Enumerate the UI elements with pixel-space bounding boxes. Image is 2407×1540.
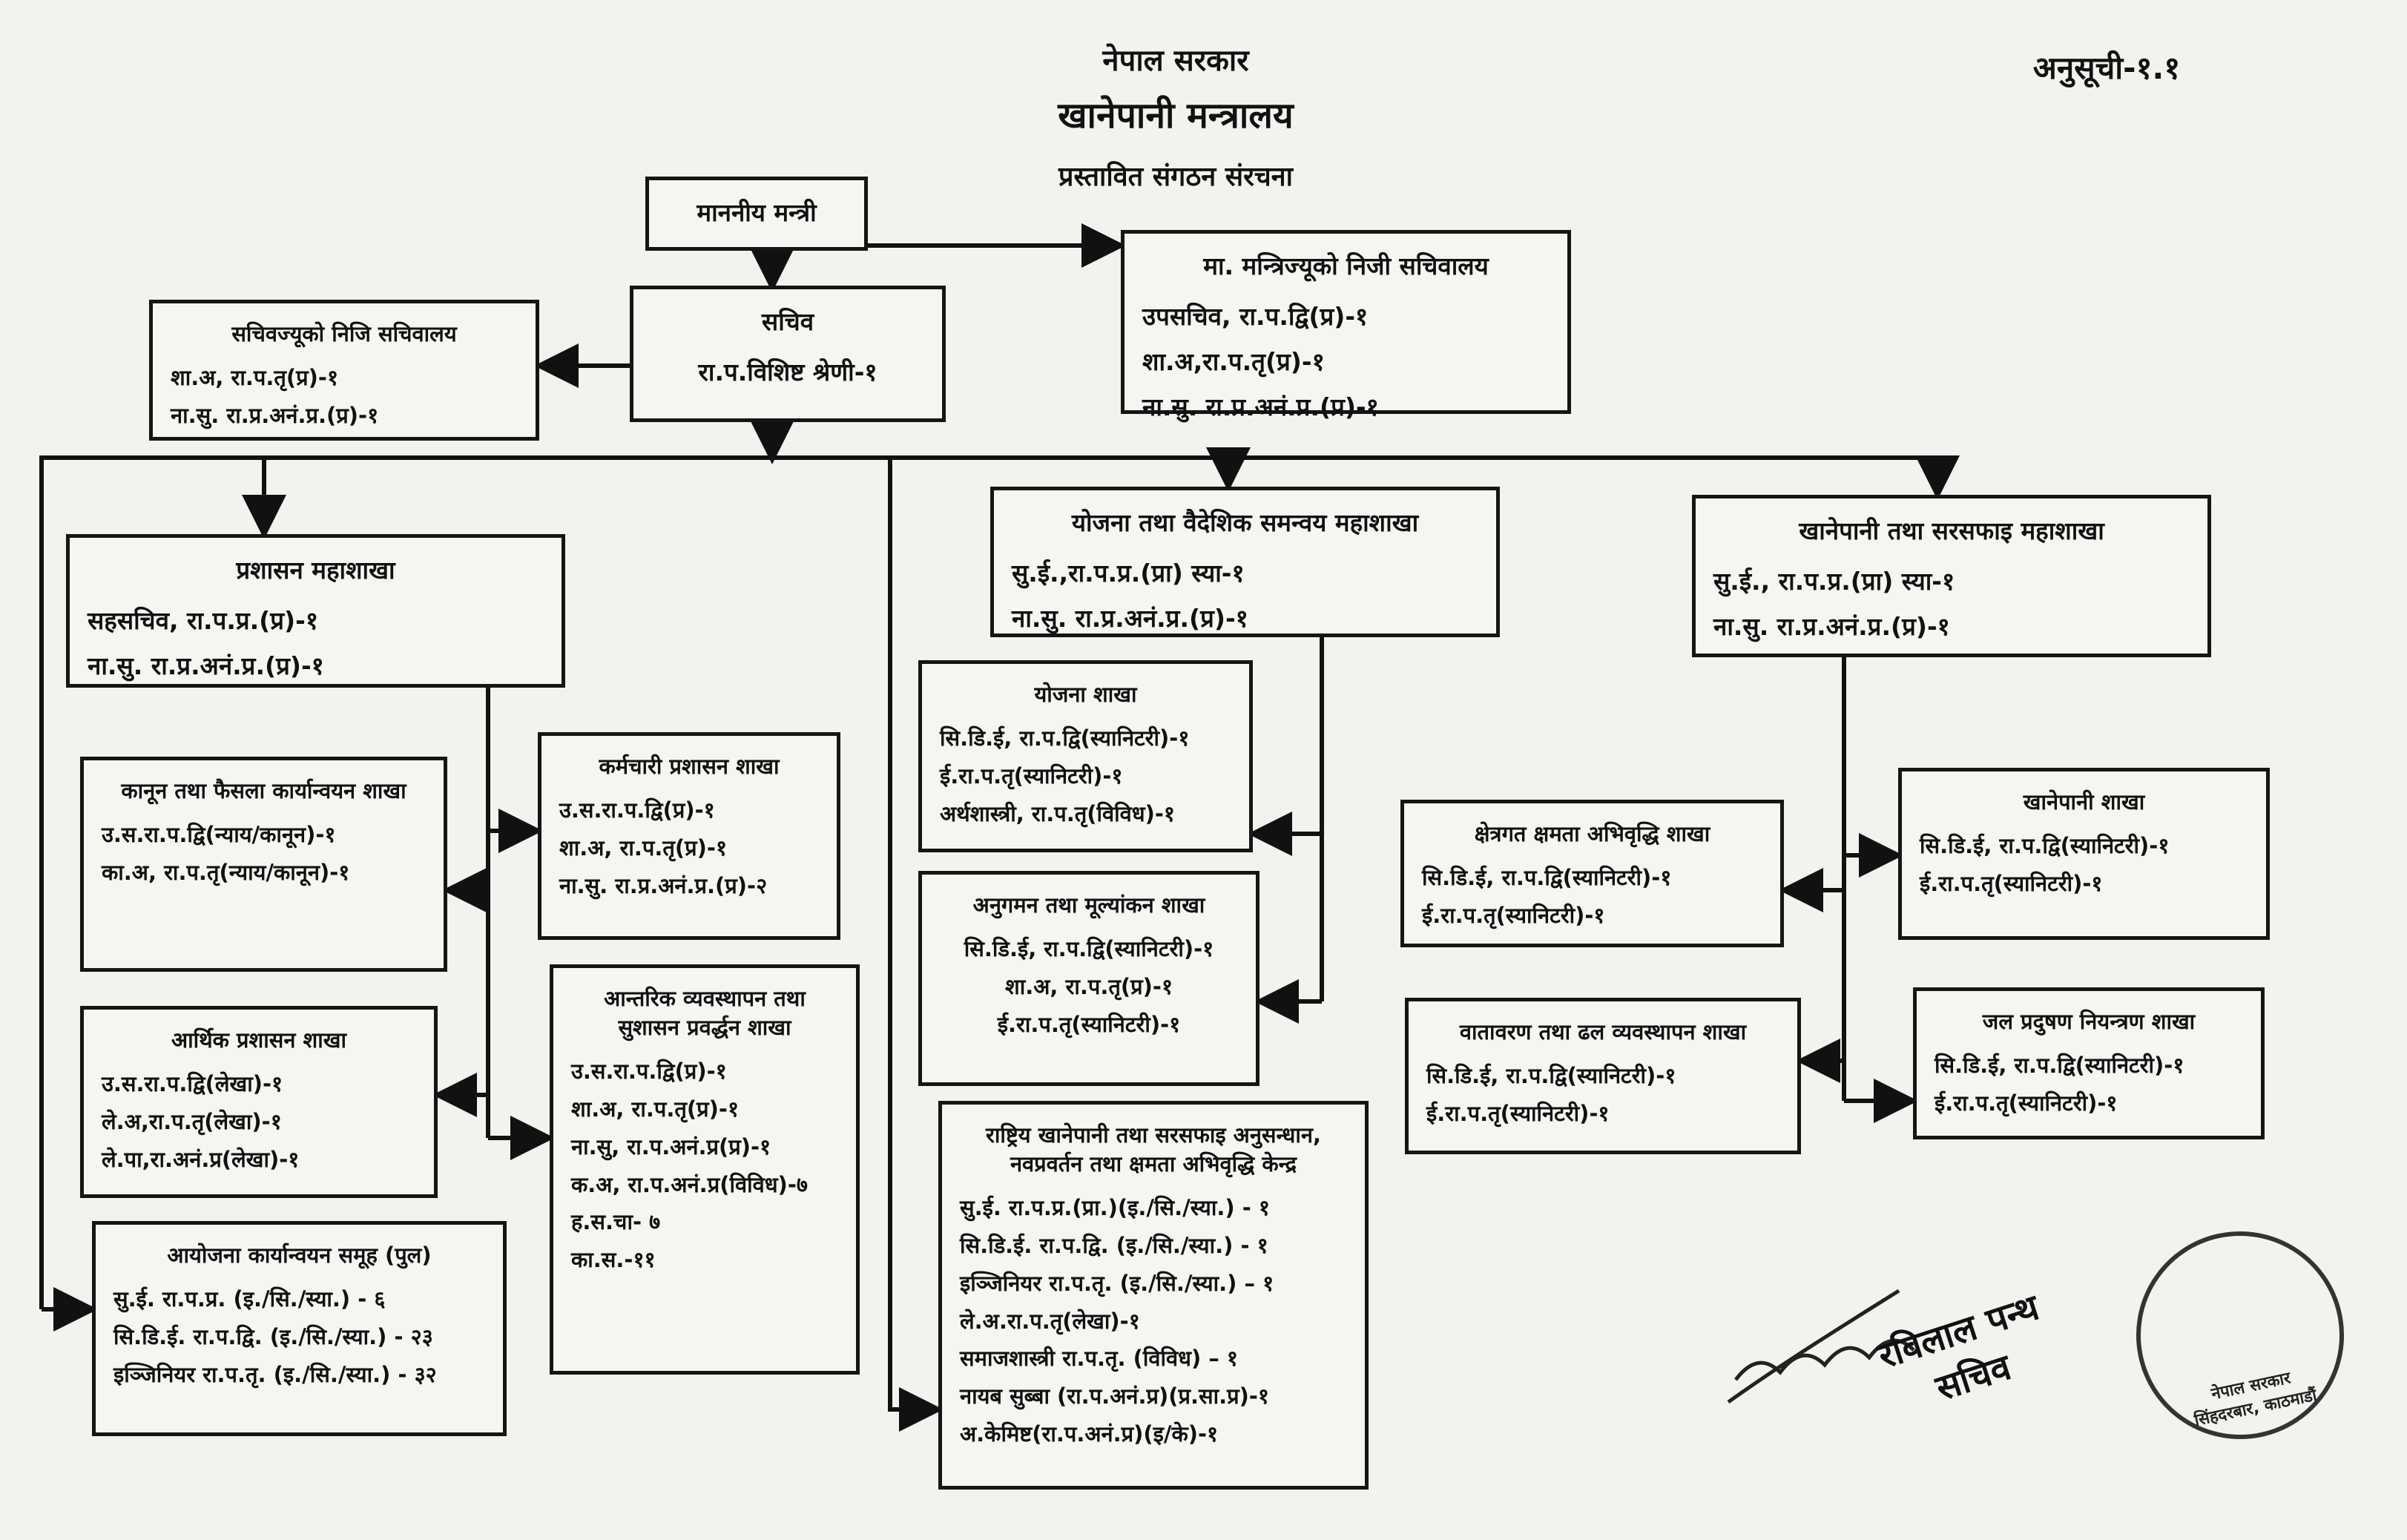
staff-position-line: शा.अ, रा.प.तृ(प्र)-१ xyxy=(171,365,339,391)
box-minister: माननीय मन्त्री xyxy=(645,177,868,251)
staff-position-line: इञ्जिनियर रा.प.तृ. (इ./सि./स्या.) – १ xyxy=(960,1270,1274,1296)
staff-position-line: उपसचिव, रा.प.द्वि(प्र)-१ xyxy=(1142,301,1369,331)
staff-position-line: ई.रा.प.तृ(स्यानिटरी)-१ xyxy=(940,763,1123,789)
box-planning-division: योजना तथा वैदेशिक समन्वय महाशाखा सु.ई.,रा… xyxy=(990,487,1500,637)
staff-position-line: ना.सु. रा.प्र.अनं.प्र.(प्र)-१ xyxy=(1142,392,1379,421)
box-water-sanitation-division: खानेपानी तथा सरसफाइ महाशाखा सु.ई., रा.प.प… xyxy=(1692,495,2211,657)
staff-position-line: समाजशास्त्री रा.प.तृ. (विविध) – १ xyxy=(960,1346,1239,1372)
staff-position-line: सि.डि.ई, रा.प.द्वि(स्यानिटरी)-१ xyxy=(1426,1063,1676,1089)
box-title: आयोजना कार्यान्वयन समूह (पुल) xyxy=(167,1243,432,1268)
box-title: अनुगमन तथा मूल्यांकन शाखा xyxy=(972,892,1205,918)
box-title: प्रशासन महाशाखा xyxy=(236,556,395,585)
box-monitoring-section: अनुगमन तथा मूल्यांकन शाखा सि.डि.ई, रा.प.द… xyxy=(918,871,1260,1086)
staff-position-line: का.अ, रा.प.तृ(न्याय/कानून)-१ xyxy=(102,859,350,885)
box-minister-secretariat: मा. मन्त्रिज्यूको निजी सचिवालय उपसचिव, रा… xyxy=(1121,230,1571,421)
staff-position-line: शा.अ,रा.प.तृ(प्र)-१ xyxy=(1142,346,1325,376)
staff-position-line: सि.डि.ई, रा.प.द्वि(स्यानिटरी)-१ xyxy=(1422,865,1672,891)
staff-position-line: का.स.-११ xyxy=(571,1247,656,1273)
staff-position-line: उ.स.रा.प.द्वि(प्र)-१ xyxy=(571,1059,727,1085)
staff-position-line: ना.सु. रा.प्र.अनं.प्र.(प्र)-१ xyxy=(1713,611,1950,641)
box-secretary-secretariat: सचिवज्यूको निजि सचिवालय शा.अ, रा.प.तृ(प्र… xyxy=(149,300,539,441)
staff-position-line: ना.सु, रा.प.अनं.प्र(प्र)-१ xyxy=(571,1133,771,1159)
staff-position-line: शा.अ, रा.प.तृ(प्र)-१ xyxy=(571,1096,740,1122)
government-heading: नेपाल सरकार xyxy=(1102,44,1249,78)
box-pollution-section: जल प्रदुषण नियन्त्रण शाखा सि.डि.ई, रा.प.द… xyxy=(1913,987,2265,1139)
box-admin-division: प्रशासन महाशाखा सहसचिव, रा.प.प्र.(प्र)-१ न… xyxy=(66,534,565,688)
staff-position-line: रा.प.विशिष्ट श्रेणी-१ xyxy=(698,357,877,386)
staff-position-line: ना.सु. रा.प्र.अनं.प्र.(प्र)-१ xyxy=(1012,603,1248,633)
box-water-section: खानेपानी शाखा सि.डि.ई, रा.प.द्वि(स्यानिटर… xyxy=(1898,768,2270,940)
staff-position-line: सि.डि.ई, रा.प.द्वि(स्यानिटरी)-१ xyxy=(1935,1053,2184,1079)
staff-position-line: नायब सुब्बा (रा.प.अनं.प्र)(प्र.सा.प्र)-१ xyxy=(960,1383,1269,1409)
staff-position-line: सि.डि.ई, रा.प.द्वि(स्यानिटरी)-१ xyxy=(964,936,1214,962)
staff-position-line: सु.ई. रा.प.प्र.(प्रा.)(इ./सि./स्या.) - १ xyxy=(960,1195,1270,1221)
staff-position-line: शा.अ, रा.प.तृ(प्र)-१ xyxy=(1004,973,1173,999)
staff-position-line: उ.स.रा.प.द्वि(प्र)-१ xyxy=(559,797,715,823)
box-internal-management-section: आन्तरिक व्यवस्थापन तथा सुशासन प्रवर्द्धन… xyxy=(550,964,860,1375)
box-title: कर्मचारी प्रशासन शाखा xyxy=(599,754,780,779)
box-title: सचिवज्यूको निजि सचिवालय xyxy=(231,321,457,346)
staff-position-line: उ.स.रा.प.द्वि(न्याय/कानून)-१ xyxy=(102,822,336,848)
box-title: आर्थिक प्रशासन शाखा xyxy=(171,1027,347,1053)
staff-position-line: ले.अ,रा.प.तृ(लेखा)-१ xyxy=(102,1108,282,1134)
box-title: कानून तथा फैसला कार्यान्वयन शाखा xyxy=(121,778,406,803)
staff-position-line: सि.डि.ई, रा.प.द्वि(स्यानिटरी)-१ xyxy=(940,725,1190,751)
staff-position-line: ई.रा.प.तृ(स्यानिटरी)-१ xyxy=(1920,870,2103,896)
box-title: राष्ट्रिय खानेपानी तथा सरसफाइ अनुसन्धान,… xyxy=(985,1122,1322,1177)
box-research-centre: राष्ट्रिय खानेपानी तथा सरसफाइ अनुसन्धान,… xyxy=(938,1101,1369,1490)
box-title: योजना तथा वैदेशिक समन्वय महाशाखा xyxy=(1071,508,1419,537)
staff-position-line: इञ्जिनियर रा.प.तृ. (इ./सि./स्या.) - ३२ xyxy=(113,1361,437,1387)
chart-subtitle: प्रस्तावित संगठन संरचना xyxy=(1058,162,1293,192)
annex-label: अनुसूची-१.१ xyxy=(2032,50,2181,86)
staff-position-line: सि.डि.ई. रा.प.द्वि. (इ./सि./स्या.) - १ xyxy=(960,1233,1268,1259)
box-title: आन्तरिक व्यवस्थापन तथा सुशासन प्रवर्द्धन… xyxy=(604,986,806,1041)
staff-position-line: सि.डि.ई, रा.प.द्वि(स्यानिटरी)-१ xyxy=(1920,833,2170,859)
staff-position-line: ना.सु. रा.प्र.अनं.प्र.(प्र)-१ xyxy=(88,651,324,680)
staff-position-line: सि.डि.ई. रा.प.द्वि. (इ./सि./स्या.) - २३ xyxy=(113,1323,433,1349)
staff-position-line: क.अ, रा.प.अनं.प्र(विविध)-७ xyxy=(571,1171,808,1197)
box-title: जल प्रदुषण नियन्त्रण शाखा xyxy=(1982,1009,2196,1034)
box-environment-section: वातावरण तथा ढल व्यवस्थापन शाखा सि.डि.ई, र… xyxy=(1405,998,1801,1154)
box-title: मा. मन्त्रिज्यूको निजी सचिवालय xyxy=(1203,251,1489,280)
staff-position-line: अ.केमिष्ट(रा.प.अनं.प्र)(इ/के)-१ xyxy=(960,1421,1219,1447)
ministry-heading: खानेपानी मन्त्रालय xyxy=(1058,95,1294,136)
staff-position-line: सु.ई. रा.प.प्र. (इ./सि./स्या.) - ६ xyxy=(113,1286,386,1312)
box-title: माननीय मन्त्री xyxy=(697,198,817,227)
box-title: क्षेत्रगत क्षमता अभिवृद्धि शाखा xyxy=(1474,821,1710,846)
staff-position-line: ले.पा,रा.अनं.प्र(लेखा)-१ xyxy=(102,1146,300,1172)
box-secretary: सचिव रा.प.विशिष्ट श्रेणी-१ xyxy=(630,286,946,422)
box-personnel-section: कर्मचारी प्रशासन शाखा उ.स.रा.प.द्वि(प्र)-… xyxy=(538,732,840,940)
staff-position-line: ई.रा.प.तृ(स्यानिटरी)-१ xyxy=(1935,1090,2118,1116)
staff-position-line: ई.रा.प.तृ(स्यानिटरी)-१ xyxy=(1426,1100,1610,1126)
staff-position-line: सु.ई.,रा.प.प्र.(प्रा) स्या-१ xyxy=(1012,558,1245,588)
box-finance-section: आर्थिक प्रशासन शाखा उ.स.रा.प.द्वि(लेखा)-१… xyxy=(80,1006,438,1198)
box-capacity-section: क्षेत्रगत क्षमता अभिवृद्धि शाखा सि.डि.ई, … xyxy=(1400,800,1784,947)
box-title: योजना शाखा xyxy=(1034,682,1137,707)
box-title: वातावरण तथा ढल व्यवस्थापन शाखा xyxy=(1459,1019,1747,1044)
staff-position-line: सु.ई., रा.प.प्र.(प्रा) स्या-१ xyxy=(1713,566,1955,596)
staff-position-line: ई.रा.प.तृ(स्यानिटरी)-१ xyxy=(997,1011,1181,1037)
staff-position-line: ई.रा.प.तृ(स्यानिटरी)-१ xyxy=(1422,902,1605,928)
staff-position-line: ना.सु. रा.प्र.अनं.प्र.(प्र)-२ xyxy=(559,872,768,898)
box-planning-section: योजना शाखा सि.डि.ई, रा.प.द्वि(स्यानिटरी)-… xyxy=(918,660,1253,852)
staff-position-line: उ.स.रा.प.द्वि(लेखा)-१ xyxy=(102,1071,283,1097)
staff-position-line: ह.स.चा- ७ xyxy=(571,1209,661,1235)
staff-position-line: अर्थशास्त्री, रा.प.तृ(विविध)-१ xyxy=(940,800,1175,826)
box-law-section: कानून तथा फैसला कार्यान्वयन शाखा उ.स.रा.प… xyxy=(80,757,447,972)
staff-position-line: सहसचिव, रा.प.प्र.(प्र)-१ xyxy=(88,605,318,635)
staff-position-line: शा.अ, रा.प.तृ(प्र)-१ xyxy=(559,835,728,861)
staff-position-line: ले.अ.रा.प.तृ(लेखा)-१ xyxy=(960,1308,1140,1334)
box-title: खानेपानी तथा सरसफाइ महाशाखा xyxy=(1799,516,2104,545)
box-project-implementation-group: आयोजना कार्यान्वयन समूह (पुल) सु.ई. रा.प.… xyxy=(92,1221,507,1436)
staff-position-line: ना.सु. रा.प्र.अनं.प्र.(प्र)-१ xyxy=(171,402,379,428)
box-title: सचिव xyxy=(761,307,814,336)
box-title: खानेपानी शाखा xyxy=(2023,789,2145,815)
